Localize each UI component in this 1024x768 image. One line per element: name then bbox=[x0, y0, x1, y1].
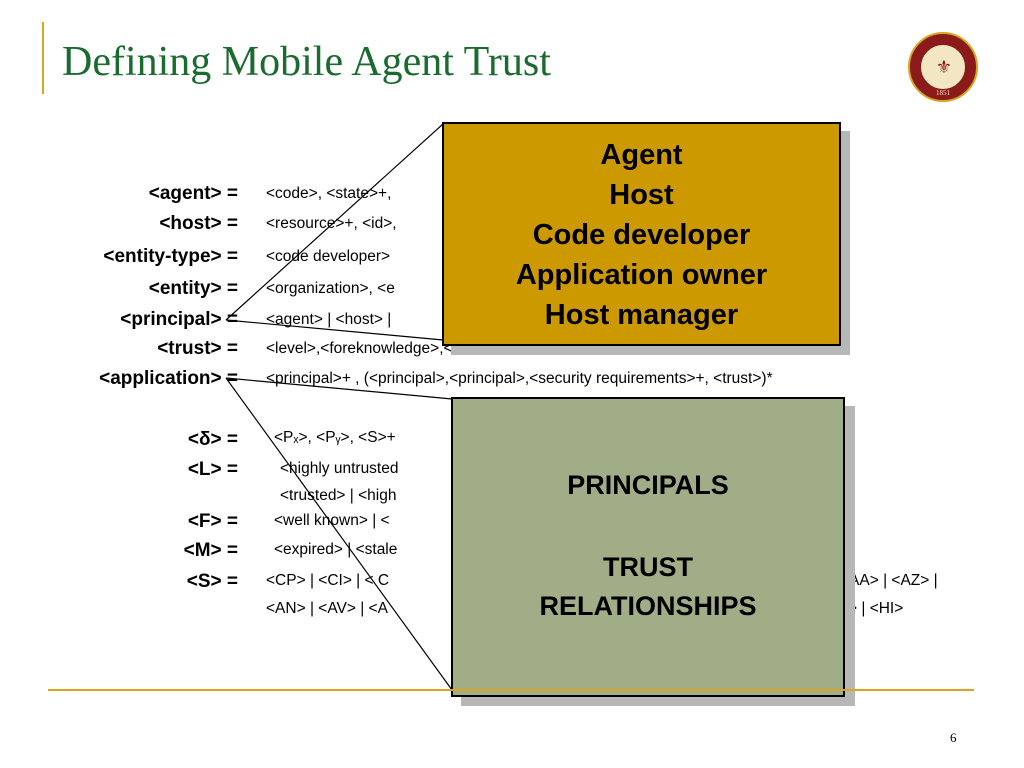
def-label-host: <host> = bbox=[159, 213, 238, 234]
principals-heading: PRINCIPALS bbox=[567, 470, 729, 500]
seal-year: 1851 bbox=[936, 89, 950, 97]
def-value-level-2: <trusted> | <high bbox=[280, 487, 397, 504]
def-value-entity: <organization>, <e bbox=[266, 280, 395, 297]
def-label-trust: <trust> = bbox=[157, 338, 238, 359]
entity-host-manager: Host manager bbox=[544, 299, 739, 331]
def-value-security-tail-1: <AA> | <AZ> | bbox=[840, 572, 938, 589]
def-value-security-tail-2: > | <HI> bbox=[848, 600, 904, 617]
entity-application-owner: Application owner bbox=[515, 259, 768, 291]
def-label-level: <L> = bbox=[187, 459, 238, 480]
def-label-entity: <entity> = bbox=[148, 278, 238, 299]
def-label-application: <application> = bbox=[99, 368, 238, 389]
footer-rule bbox=[48, 689, 974, 691]
def-label-timeliness: <M> = bbox=[183, 540, 238, 561]
def-label-delta: <δ> = bbox=[187, 429, 238, 450]
def-value-application: <principal>+ , (<principal>,<principal>,… bbox=[266, 370, 773, 387]
def-label-entity-type: <entity-type> = bbox=[103, 246, 238, 267]
slide-title: Defining Mobile Agent Trust bbox=[62, 39, 551, 85]
trust-heading: TRUST bbox=[603, 552, 693, 582]
def-value-host: <resource>+, <id>, bbox=[266, 215, 397, 232]
def-value-foreknowledge: <well known> | < bbox=[274, 512, 390, 529]
university-seal-logo: ⚜ 1851 bbox=[908, 32, 978, 102]
principals-callout-box: PRINCIPALS TRUST RELATIONSHIPS bbox=[451, 397, 845, 697]
def-value-principal: <agent> | <host> | bbox=[266, 311, 392, 328]
def-label-foreknowledge: <F> = bbox=[187, 511, 238, 532]
entity-agent: Agent bbox=[600, 139, 683, 171]
title-accent-bar bbox=[42, 22, 44, 94]
def-label-agent: <agent> = bbox=[148, 183, 238, 204]
torch-icon: ⚜ bbox=[935, 57, 953, 77]
page-number: 6 bbox=[950, 730, 957, 745]
relationships-heading: RELATIONSHIPS bbox=[539, 591, 757, 621]
def-label-security: <S> = bbox=[186, 571, 238, 592]
def-value-timeliness: <expired> | <stale bbox=[274, 541, 398, 558]
entity-host: Host bbox=[609, 179, 674, 211]
def-value-entity-type: <code developer> bbox=[266, 248, 391, 265]
def-value-security-1: <CP> | <CI> | < C bbox=[266, 572, 390, 589]
seal-center: ⚜ bbox=[919, 43, 967, 91]
def-label-principal: <principal> = bbox=[120, 309, 238, 330]
def-value-agent: <code>, <state>+, bbox=[266, 185, 392, 202]
entities-callout-box: Agent Host Code developer Application ow… bbox=[442, 122, 841, 346]
def-value-delta: <Pₓ>, <Pᵧ>, <S>+ bbox=[274, 429, 396, 446]
entity-code-developer: Code developer bbox=[532, 219, 751, 251]
def-value-security-2: <AN> | <AV> | <A bbox=[266, 600, 388, 617]
def-value-level-1: <highly untrusted bbox=[280, 460, 399, 477]
